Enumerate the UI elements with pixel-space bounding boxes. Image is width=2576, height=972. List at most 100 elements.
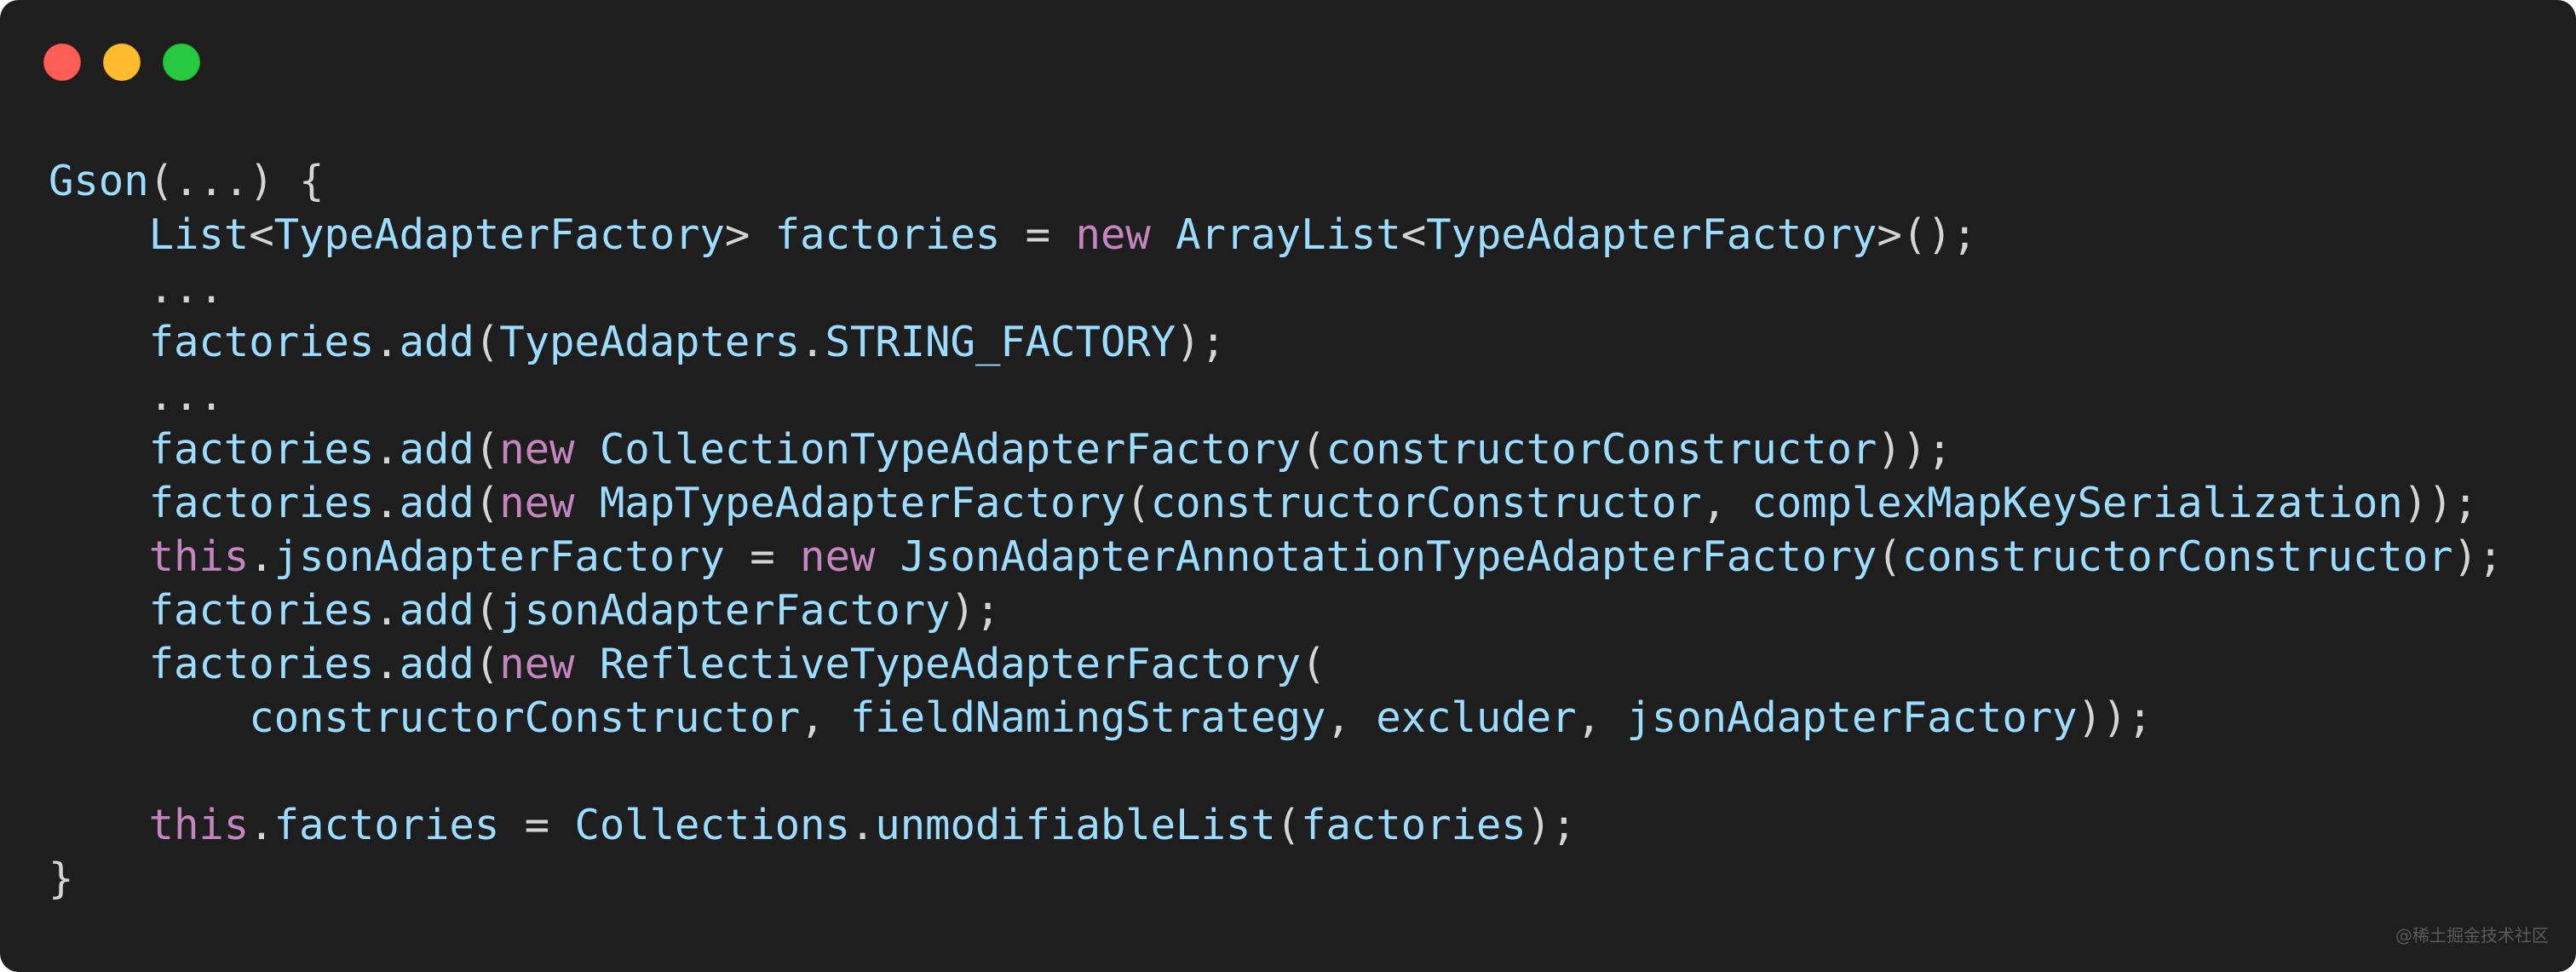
code-line: factories.add(TypeAdapters.STRING_FACTOR… [49,315,2503,369]
identifier-token: factories [148,318,375,366]
code-line: factories.add(new ReflectiveTypeAdapterF… [49,637,2503,691]
identifier-token: unmodifiableList [875,801,1276,849]
punctuation-token: ( [1301,425,1326,474]
identifier-token: jsonAdapterFactory [499,586,951,635]
identifier-token: constructorConstructor [1325,425,1877,474]
identifier-token: CollectionTypeAdapterFactory [599,425,1302,474]
identifier-token: MapTypeAdapterFactory [599,479,1126,527]
identifier-token: jsonAdapterFactory [1626,693,2078,742]
punctuation-token [574,479,599,527]
punctuation-token: = [1000,210,1076,259]
identifier-token: constructorConstructor [1150,479,1702,527]
identifier-token: factories [148,425,375,474]
punctuation-token [574,425,599,474]
identifier-token: add [399,479,474,527]
punctuation-token: ( [474,425,500,474]
identifier-token: add [399,586,474,635]
punctuation-token: , [1701,479,1752,527]
punctuation-token: ... [49,264,224,313]
punctuation-token [49,318,149,366]
punctuation-token: } [49,854,74,903]
punctuation-token: , [1325,693,1377,742]
punctuation-token [574,640,599,688]
watermark: @稀土掘金技术社区 [2395,925,2549,946]
punctuation-token: ... [49,371,224,420]
keyword-token: this [148,801,250,849]
punctuation-token: ( [474,640,500,688]
punctuation-token: < [249,210,274,259]
code-line: factories.add(jsonAdapterFactory); [49,584,2503,637]
punctuation-token: ); [1176,318,1226,366]
punctuation-token: . [374,640,400,688]
identifier-token: add [399,425,474,474]
identifier-token: ReflectiveTypeAdapterFactory [599,640,1302,688]
maximize-dot-icon [163,43,200,81]
punctuation-token [49,693,249,742]
identifier-token: Collections [574,801,850,849]
punctuation-token: . [374,586,400,635]
punctuation-token: (...) { [148,157,325,205]
punctuation-token: . [249,801,274,849]
identifier-token: constructorConstructor [1901,532,2453,581]
punctuation-token [49,210,149,259]
identifier-token: factories [148,640,375,688]
punctuation-token: ( [474,318,500,366]
identifier-token: Gson [49,157,149,205]
punctuation-token: )); [1877,425,1952,474]
punctuation-token: ); [1526,801,1577,849]
punctuation-token: ( [474,586,500,635]
identifier-token: constructorConstructor [249,693,801,742]
punctuation-token [49,640,149,688]
identifier-token: JsonAdapterAnnotationTypeAdapterFactory [900,532,1877,581]
punctuation-token: , [800,693,850,742]
punctuation-token: ); [2452,532,2504,581]
punctuation-token: . [849,801,876,849]
keyword-token: new [1075,210,1151,259]
identifier-token: add [399,318,474,366]
punctuation-token: = [499,801,575,849]
punctuation-token [49,479,149,527]
keyword-token: new [499,640,575,688]
punctuation-token: , [1576,693,1627,742]
code-line: } [49,852,2503,906]
punctuation-token [49,586,149,635]
punctuation-token: ( [1877,532,1902,581]
punctuation-token [49,532,149,581]
code-line: ... [49,369,2503,423]
identifier-token: TypeAdapters [499,318,801,366]
punctuation-token: ); [950,586,1001,635]
code-line: List<TypeAdapterFactory> factories = new… [49,208,2503,262]
punctuation-token [49,801,149,849]
punctuation-token: )); [2077,693,2153,742]
identifier-token: factories [148,586,375,635]
minimize-dot-icon [103,43,141,81]
punctuation-token: ( [1125,479,1151,527]
punctuation-token: < [1400,210,1427,259]
punctuation-token: ( [474,479,500,527]
punctuation-token: . [374,318,400,366]
keyword-token: this [148,532,250,581]
identifier-token: TypeAdapterFactory [273,210,725,259]
punctuation-token: . [800,318,825,366]
identifier-token: jsonAdapterFactory [273,532,725,581]
code-line: ... [49,262,2503,315]
code-line: constructorConstructor, fieldNamingStrat… [49,691,2503,745]
identifier-token: ArrayList [1176,210,1401,259]
keyword-token: new [800,532,876,581]
identifier-token: factories [273,801,500,849]
identifier-token: add [399,640,474,688]
keyword-token: new [499,425,575,474]
punctuation-token: >(); [1877,210,1977,259]
punctuation-token: . [249,532,274,581]
punctuation-token [875,532,900,581]
identifier-token: excluder [1376,693,1577,742]
identifier-token: factories [148,479,375,527]
code-block: Gson(...) { List<TypeAdapterFactory> fac… [49,154,2503,906]
code-line: this.jsonAdapterFactory = new JsonAdapte… [49,530,2504,584]
punctuation-token: > [724,210,775,259]
code-line: factories.add(new CollectionTypeAdapterF… [49,423,2503,476]
punctuation-token: = [724,532,801,581]
code-line: Gson(...) { [49,154,2503,208]
code-line [49,745,2503,798]
punctuation-token: ( [1301,640,1326,688]
